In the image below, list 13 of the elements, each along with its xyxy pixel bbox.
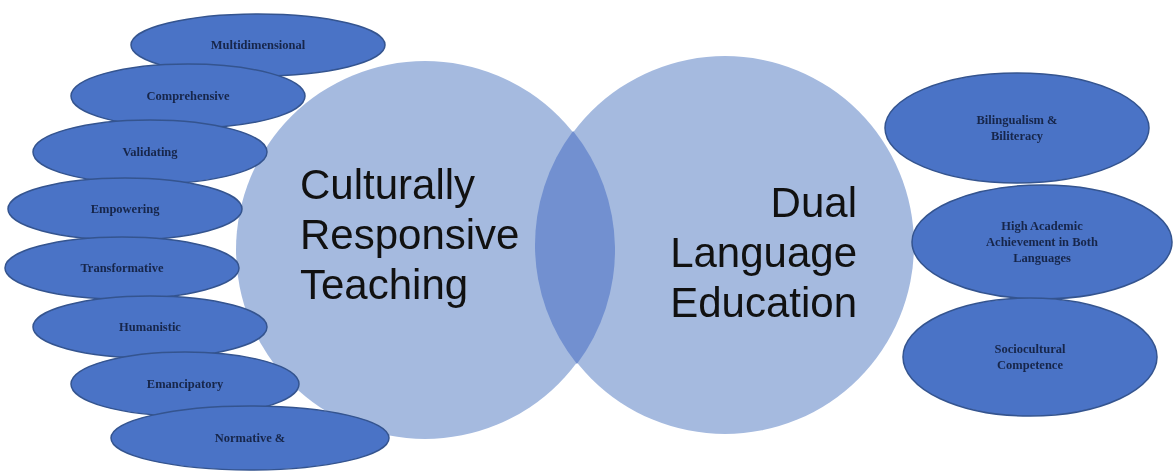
oval-label: Empowering bbox=[90, 201, 160, 217]
oval-label: Sociocultural Competence bbox=[993, 341, 1067, 373]
circle-title: Culturally Responsive Teaching bbox=[300, 160, 521, 310]
oval-label: Transformative bbox=[80, 260, 164, 276]
oval-label: Comprehensive bbox=[146, 88, 230, 104]
circle-title: Dual Language Education bbox=[669, 178, 857, 328]
oval-label: High Academic Achievement in Both Languages bbox=[985, 218, 1099, 266]
oval-label: Humanistic bbox=[119, 319, 181, 335]
oval-label: Validating bbox=[122, 144, 178, 160]
oval-label: Emancipatory bbox=[146, 376, 224, 392]
oval-label: Multidimensional bbox=[210, 37, 306, 53]
oval-label: Normative & bbox=[214, 430, 286, 446]
oval-label: Bilingualism & Biliteracy bbox=[975, 112, 1059, 144]
